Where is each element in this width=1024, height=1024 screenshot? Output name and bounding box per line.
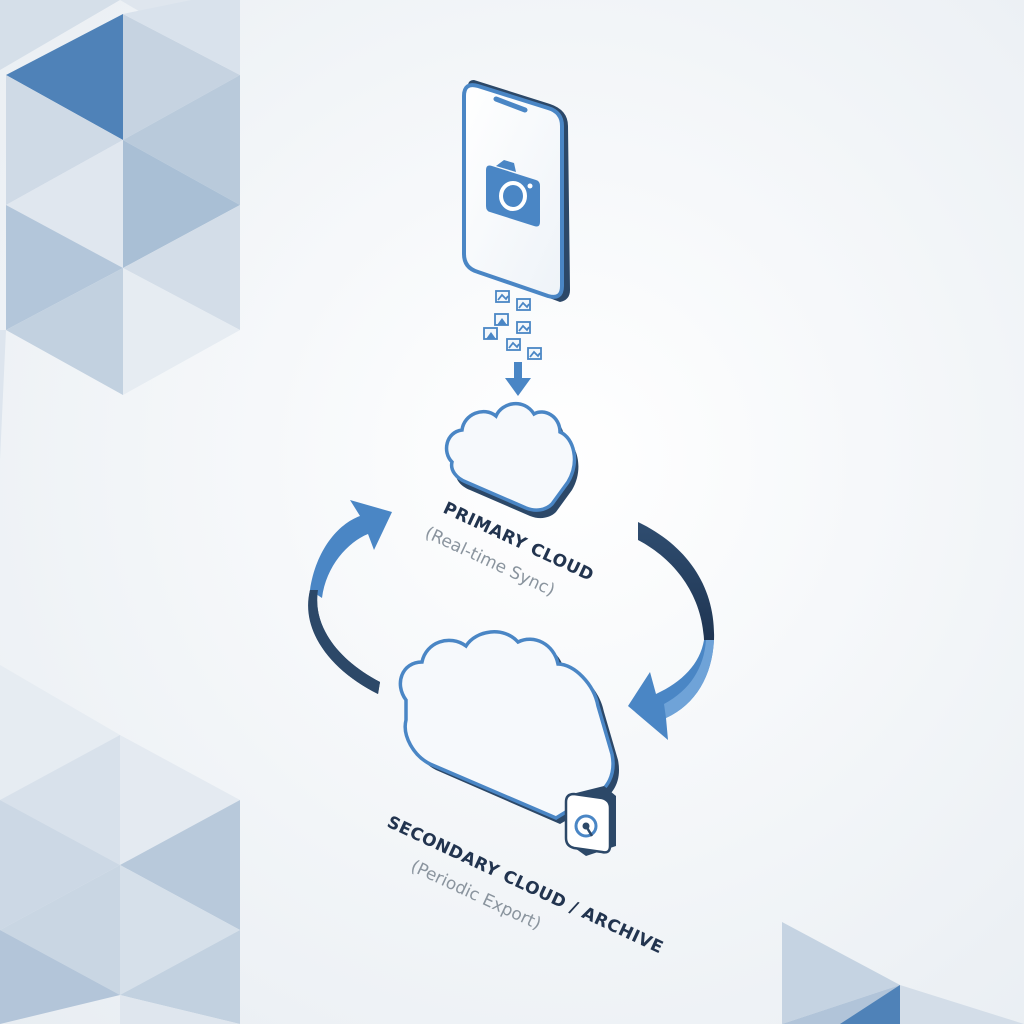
smartphone	[462, 80, 570, 302]
phone-speaker	[493, 96, 528, 113]
secondary-cloud-icon	[398, 630, 620, 824]
camera-icon	[486, 160, 540, 227]
image-icon	[495, 290, 510, 303]
sync-arrow-down-icon	[628, 522, 715, 740]
arrow-down-icon	[505, 362, 531, 396]
image-icon	[516, 298, 531, 311]
photo-thumbnails	[483, 290, 542, 360]
primary-cloud-icon	[444, 402, 579, 519]
archive-vault-icon	[564, 786, 616, 856]
triangle-pattern-bottom-right	[782, 922, 1024, 1024]
image-icon	[483, 327, 498, 340]
image-icon	[516, 321, 531, 334]
triangle-pattern-top-left	[0, 0, 240, 460]
image-icon	[494, 313, 509, 326]
triangle-pattern-bottom-left	[0, 665, 240, 1024]
image-icon	[506, 338, 521, 351]
secondary-cloud-title: SECONDARY CLOUD / ARCHIVE	[384, 812, 666, 958]
image-icon	[527, 347, 542, 360]
sync-arrow-up-icon	[308, 500, 392, 694]
